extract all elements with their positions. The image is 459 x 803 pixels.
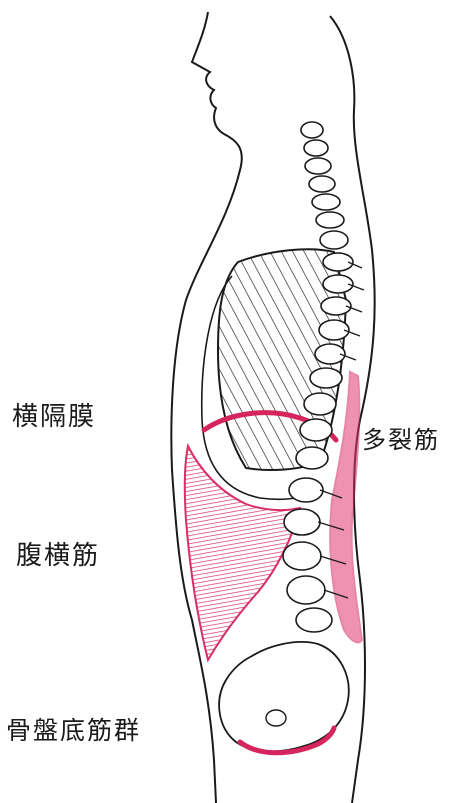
label-diaphragm: 横隔膜 xyxy=(12,404,96,430)
label-transversus-abdominis: 腹横筋 xyxy=(16,543,100,569)
label-pelvic-floor: 骨盤底筋群 xyxy=(6,718,141,743)
label-multifidus: 多裂筋 xyxy=(362,428,440,452)
